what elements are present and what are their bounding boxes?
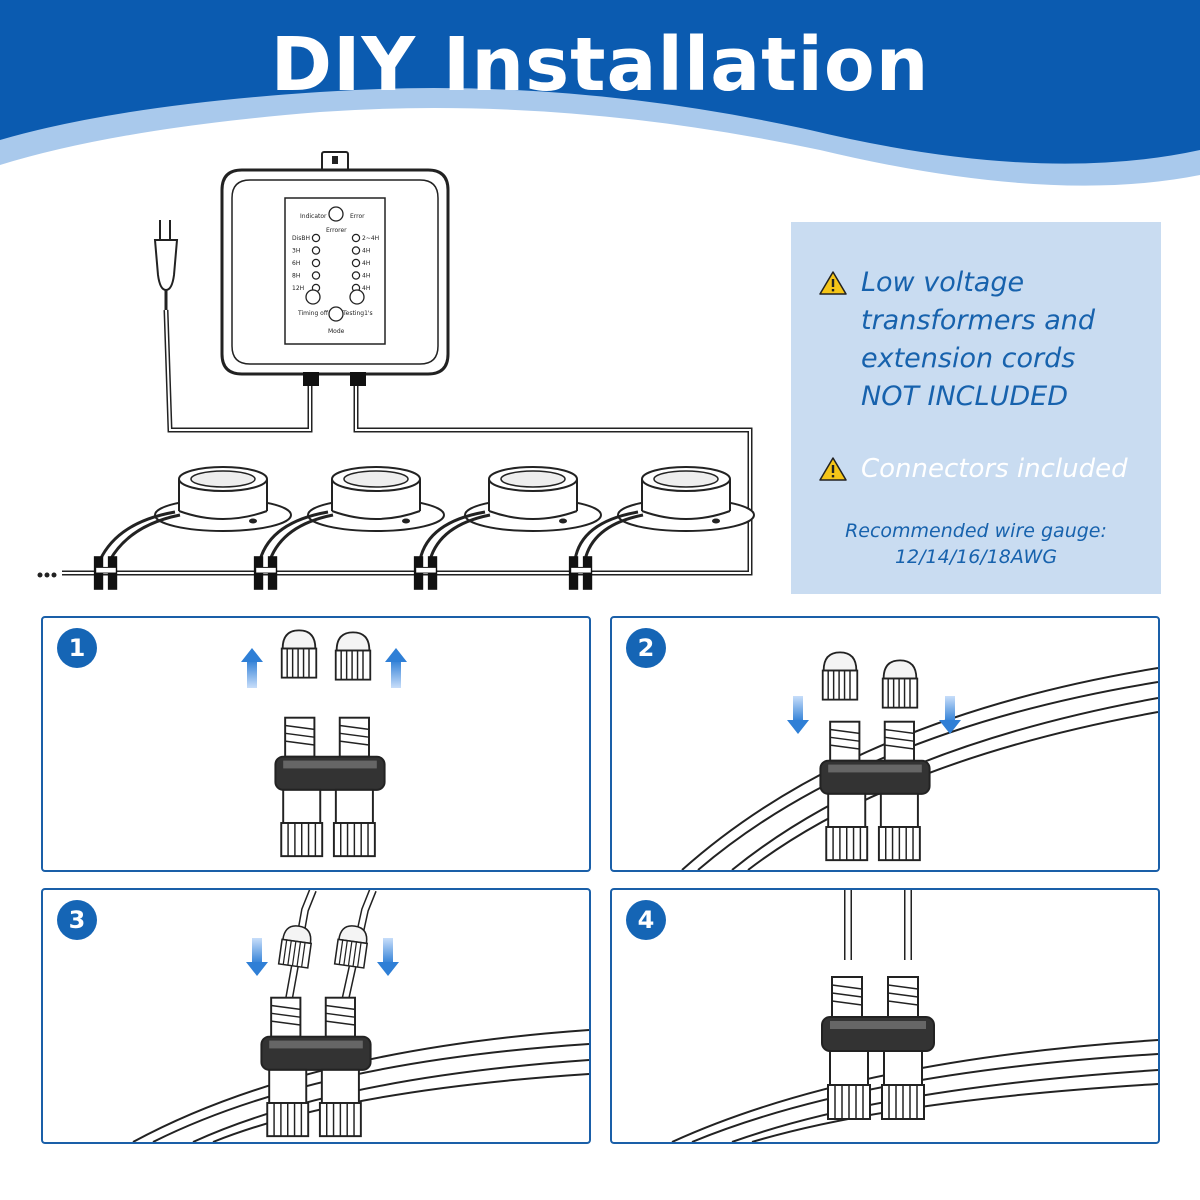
mode-label: Mode: [328, 328, 345, 335]
led-label-right: 2~4H: [362, 235, 379, 242]
step-3-panel: 3: [41, 888, 591, 1144]
led-indicator: [351, 246, 361, 255]
step-2-panel: 2: [610, 616, 1160, 872]
power-plug-icon: [153, 220, 179, 310]
arrow-down-icon: [939, 696, 961, 734]
led-indicator: [311, 271, 321, 280]
arrow-up-icon: [385, 648, 407, 688]
warning-icon: [819, 271, 847, 295]
light-fixture-3: [413, 466, 602, 591]
wire-gauge-line-2: 12/14/16/18AWG: [894, 546, 1058, 568]
step-2-illustration: [681, 651, 1158, 870]
arrow-down-icon: [246, 938, 268, 976]
step-3-badge: 3: [57, 900, 97, 940]
timing-off-label: Timing off: [297, 310, 329, 317]
light-fixture-1: [93, 466, 292, 591]
step-4-badge: 4: [626, 900, 666, 940]
led-indicator: [351, 233, 361, 243]
led-label-right: 4H: [362, 273, 370, 280]
wire-gauge-line-1: Recommended wire gauge:: [845, 520, 1107, 542]
led-label-left: 12H: [292, 285, 304, 292]
warning-icon: [819, 457, 847, 481]
led-label-right: 4H: [362, 285, 370, 292]
error-label: Error: [350, 213, 365, 220]
light-fixture-4: [568, 466, 755, 591]
indicator-label: Indicator: [300, 213, 327, 220]
led-label-right: 4H: [362, 248, 370, 255]
testing-label: Testing1's: [342, 310, 373, 317]
warning-not-included: Low voltage transformers and extension c…: [819, 264, 1141, 416]
led-label-right: 4H: [362, 260, 370, 267]
warning-connectors-included: Connectors included: [819, 450, 1128, 488]
step-4-panel: 4: [610, 888, 1160, 1144]
warning-text-2: Connectors included: [861, 454, 1128, 484]
led-indicator: [351, 271, 361, 280]
step-1-illustration: [241, 629, 407, 858]
step-4-illustration: [671, 890, 1158, 1142]
step-3-illustration: [132, 890, 589, 1142]
header-banner: [0, 0, 1200, 186]
controller-box: Indicator Error Errorer DisBH 3H 6H 8H 12H 2…: [220, 151, 450, 386]
center-button-label: Errorer: [326, 227, 347, 234]
arrow-down-icon: [787, 696, 809, 734]
info-panel: Low voltage transformers and extension c…: [791, 222, 1161, 594]
led-indicator: [311, 233, 321, 243]
light-fixture-2: [253, 466, 445, 591]
wiring-diagram: Indicator Error Errorer DisBH 3H 6H 8H 12H 2…: [37, 151, 755, 591]
arrow-up-icon: [241, 648, 263, 688]
step-2-badge: 2: [626, 628, 666, 668]
led-indicator: [311, 246, 321, 255]
step-1-panel: 1: [41, 616, 591, 872]
led-indicator: [351, 258, 361, 268]
led-label-left: 3H: [292, 248, 300, 255]
warning-text-1: Low voltage transformers and extension c…: [861, 267, 1095, 412]
page-title: DIY Installation: [270, 22, 930, 108]
wire-gauge-note: Recommended wire gauge: 12/14/16/18AWG: [791, 518, 1161, 570]
led-indicator: [311, 258, 321, 268]
led-label-left: 6H: [292, 260, 300, 267]
arrow-down-icon: [377, 938, 399, 976]
led-label-left: 8H: [292, 273, 300, 280]
led-label-left: DisBH: [292, 235, 310, 242]
step-1-badge: 1: [57, 628, 97, 668]
